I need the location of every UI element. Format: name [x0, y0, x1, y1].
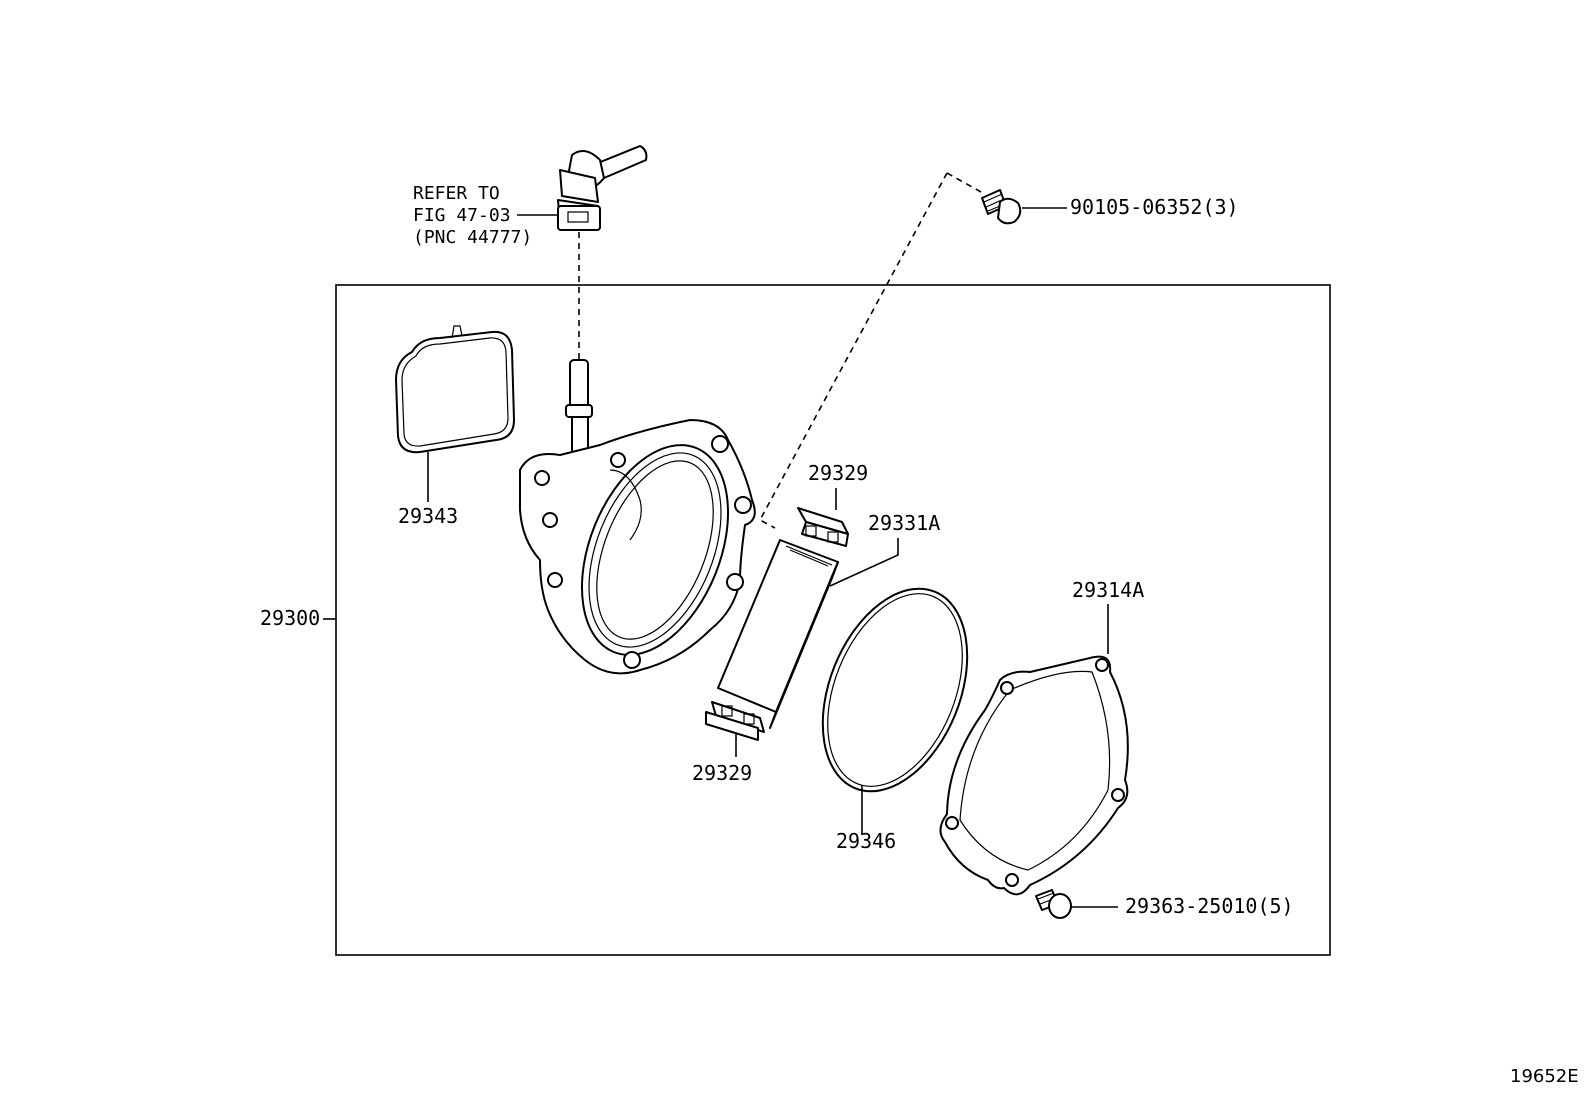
cover-icon [939, 655, 1129, 896]
reference-line-1: REFER TO [413, 183, 500, 204]
figure-id: 19652E [1510, 1066, 1579, 1087]
gasket-icon [395, 325, 515, 454]
label-bolt-top: 90105-06352(3) [1070, 195, 1239, 219]
rotor-icon [717, 539, 839, 729]
label-screw-bottom: 29363-25010(5) [1125, 894, 1294, 918]
rotor-leader [829, 538, 899, 587]
label-cover: 29314A [1072, 578, 1144, 602]
label-o-ring: 29346 [836, 829, 896, 853]
label-vane-bottom: 29329 [692, 761, 752, 785]
label-gasket-small: 29343 [398, 504, 458, 528]
bolt-dash-line [946, 172, 982, 193]
screw-icon [1035, 889, 1072, 919]
reference-line-3: (PNC 44777) [413, 227, 532, 248]
vane-bottom-icon [705, 701, 765, 741]
o-ring-icon [821, 587, 969, 793]
pump-housing-icon [519, 359, 756, 675]
reference-line-2: FIG 47-03 [413, 205, 511, 226]
assembly-frame [335, 284, 1331, 956]
label-rotor: 29331A [868, 511, 940, 535]
label-assembly: 29300 [260, 606, 320, 630]
bolt-icon [981, 189, 1022, 225]
label-vane-top: 29329 [808, 461, 868, 485]
hose-fitting-icon [557, 145, 648, 231]
vane-top-icon [797, 507, 849, 547]
